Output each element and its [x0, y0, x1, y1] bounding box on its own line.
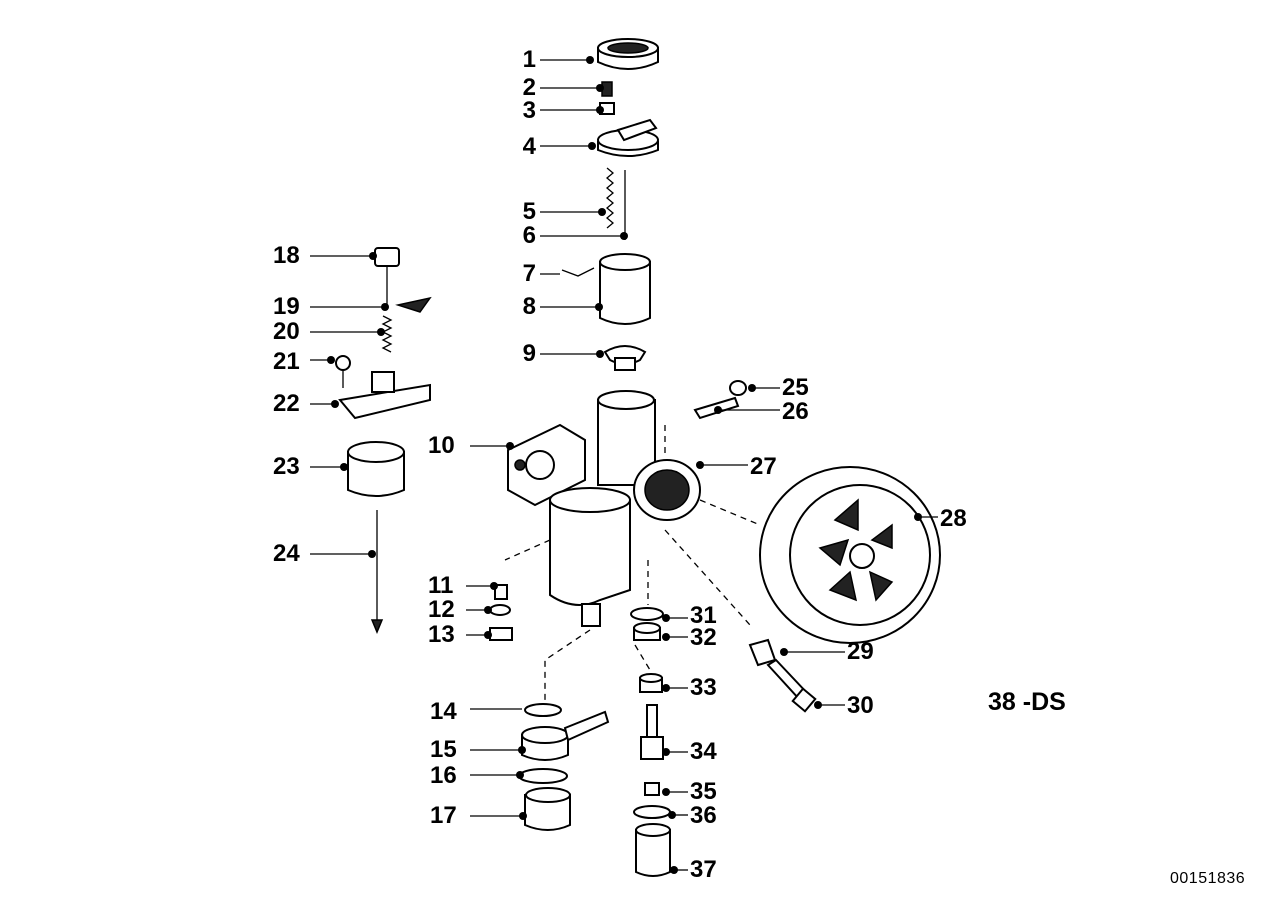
- label-part-27: 27: [750, 453, 777, 480]
- label-part-24: 24: [273, 540, 300, 567]
- part-31-ring: [630, 607, 664, 621]
- part-29-spring: [748, 638, 777, 667]
- part-28-air-filter: [759, 466, 941, 644]
- label-part-4: 4: [522, 133, 536, 160]
- part-25-nut: [729, 380, 747, 396]
- part-17-fitting: [524, 787, 571, 831]
- label-part-22: 22: [273, 390, 300, 417]
- part-7-clip: [561, 267, 595, 277]
- label-part-26: 26: [782, 398, 809, 425]
- part-10-carburetor-body: [507, 390, 701, 627]
- label-part-15: 15: [430, 736, 457, 763]
- label-part-18: 18: [273, 242, 300, 269]
- label-part-9: 9: [522, 340, 536, 367]
- part-4-cover: [597, 118, 659, 157]
- part-5-spring: [605, 167, 615, 229]
- label-part-33: 33: [690, 674, 717, 701]
- label-part-19: 19: [273, 293, 300, 320]
- variant-label: 38 -DS: [988, 688, 1066, 716]
- label-part-10: 10: [428, 432, 455, 459]
- part-20-spring: [381, 315, 393, 353]
- label-part-8: 8: [522, 293, 536, 320]
- part-1-top-nut: [597, 38, 659, 70]
- label-part-13: 13: [428, 621, 455, 648]
- part-32-nut: [633, 622, 661, 641]
- part-19-clip: [395, 296, 432, 313]
- label-part-25: 25: [782, 374, 809, 401]
- part-37-fitting: [635, 823, 671, 877]
- part-35-jet: [644, 782, 660, 796]
- part-13-nut: [489, 627, 513, 641]
- label-part-1: 1: [522, 46, 536, 73]
- part-14-seal: [524, 703, 562, 717]
- label-part-2: 2: [522, 74, 536, 101]
- label-part-23: 23: [273, 453, 300, 480]
- part-15-banjo: [521, 710, 610, 761]
- label-part-21: 21: [273, 348, 300, 375]
- part-24-float-needle: [370, 510, 384, 634]
- part-23-float: [347, 441, 405, 497]
- document-number: 00151836: [1170, 870, 1246, 887]
- part-33-jet: [639, 673, 663, 693]
- label-part-7: 7: [522, 260, 536, 287]
- label-part-3: 3: [522, 97, 536, 124]
- label-part-20: 20: [273, 318, 300, 345]
- part-18-knob: [374, 247, 400, 305]
- label-part-12: 12: [428, 596, 455, 623]
- label-part-30: 30: [847, 692, 874, 719]
- label-part-34: 34: [690, 738, 717, 765]
- label-part-6: 6: [522, 222, 536, 249]
- part-11-screw: [494, 584, 508, 600]
- label-part-37: 37: [690, 856, 717, 883]
- part-36-washer: [633, 805, 671, 819]
- label-part-16: 16: [430, 762, 457, 789]
- assembly-dash-lines: [504, 425, 761, 700]
- part-34-needle-jet: [640, 704, 664, 760]
- part-8-slide: [599, 253, 651, 325]
- part-21-screw: [335, 355, 351, 388]
- label-part-35: 35: [690, 778, 717, 805]
- part-12-washer: [489, 604, 511, 616]
- part-9-needle-jet: [603, 345, 647, 371]
- label-part-32: 32: [690, 624, 717, 651]
- label-part-31: 31: [690, 602, 717, 629]
- label-part-36: 36: [690, 802, 717, 829]
- leader-lines: [310, 56, 938, 874]
- part-22-cap: [338, 371, 431, 420]
- label-part-17: 17: [430, 802, 457, 829]
- label-part-11: 11: [428, 572, 454, 599]
- label-part-28: 28: [940, 505, 967, 532]
- part-16-seal: [518, 768, 568, 784]
- label-part-29: 29: [847, 638, 874, 665]
- label-part-14: 14: [430, 698, 457, 725]
- part-30-screw: [766, 658, 817, 713]
- label-part-5: 5: [522, 198, 536, 225]
